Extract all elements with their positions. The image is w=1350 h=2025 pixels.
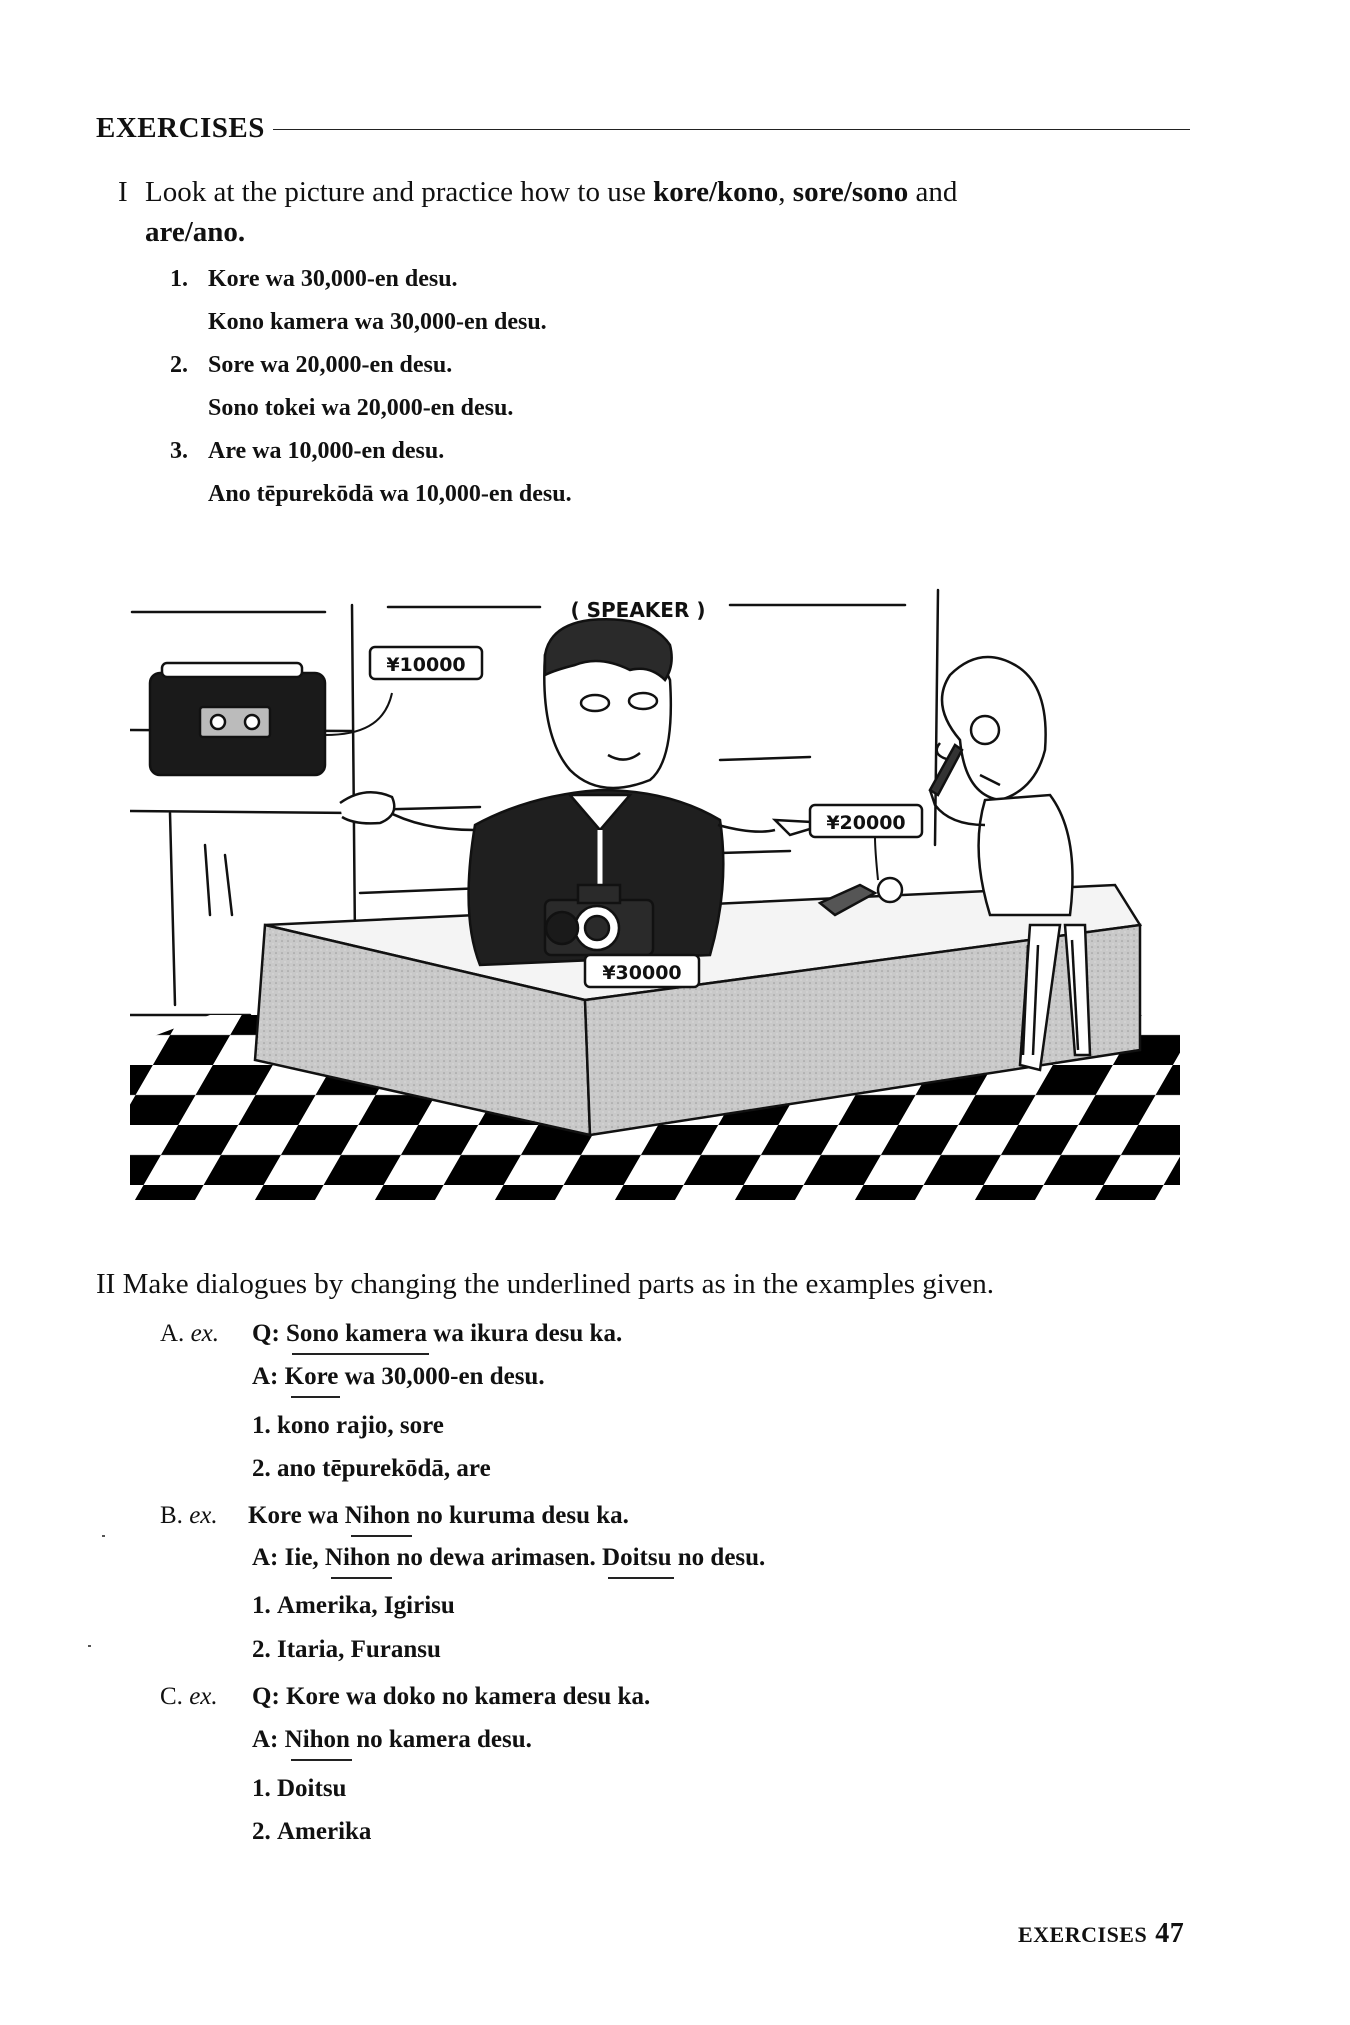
page-footer: EXERCISES 47 bbox=[1018, 1918, 1184, 1950]
example-sentence: Ano tēpurekōdā wa 10,000-en desu. bbox=[208, 481, 572, 507]
dialogue-c-answer: A: Nihon no kamera desu. bbox=[252, 1726, 532, 1761]
list-item: 1. Amerika, Igirisu bbox=[252, 1592, 455, 1619]
shelf-line bbox=[168, 811, 177, 1007]
list-item: 2. Amerika bbox=[252, 1818, 372, 1845]
price-tag-radio: ¥10000 bbox=[368, 645, 484, 681]
shelf-line bbox=[130, 809, 357, 815]
item-number: 3. bbox=[170, 438, 188, 464]
price-tag-radio-text: ¥10000 bbox=[386, 654, 465, 676]
price-tag-camera: ¥30000 bbox=[583, 953, 701, 989]
exercise-2-instruction: II Make dialogues by changing the underl… bbox=[96, 1268, 994, 1300]
underlined-part: Nihon bbox=[284, 1726, 353, 1761]
sub-exercise-c-letter: C. ex. bbox=[160, 1683, 218, 1710]
dialogue-b-question: Kore wa Nihon no kuruma desu ka. bbox=[248, 1502, 629, 1537]
example-sentence: Kono kamera wa 30,000-en desu. bbox=[208, 309, 547, 335]
wristwatch bbox=[817, 876, 904, 917]
exercise-2-number: II bbox=[96, 1268, 116, 1300]
list-item: 1. Doitsu bbox=[252, 1775, 347, 1802]
sub-exercise-a-letter: A. ex. bbox=[160, 1320, 220, 1347]
radio-cassette bbox=[148, 661, 327, 777]
list-item: 1. kono rajio, sore bbox=[252, 1412, 444, 1439]
item-number: 1. bbox=[170, 266, 188, 292]
dialogue-b-answer: A: Iie, Nihon no dewa arimasen. Doitsu n… bbox=[252, 1544, 766, 1579]
speaker-label: ( SPEAKER ) bbox=[571, 598, 706, 622]
example-sentence: Kore wa 30,000-en desu. bbox=[208, 266, 458, 292]
price-tag-camera-text: ¥30000 bbox=[602, 962, 681, 984]
term-kore-kono: kore/kono bbox=[653, 176, 779, 208]
price-tag-watch: ¥20000 bbox=[808, 803, 924, 839]
dialogue-a-answer: A: Kore wa 30,000-en desu. bbox=[252, 1363, 545, 1398]
underlined-part: Nihon bbox=[344, 1502, 413, 1537]
term-are-ano: are/ano bbox=[145, 216, 238, 248]
heading-text: EXERCISES bbox=[96, 112, 265, 144]
dialogue-c-question: Q: Kore wa doko no kamera desu ka. bbox=[252, 1683, 651, 1710]
customer-figure bbox=[928, 655, 1092, 1072]
salesman-figure bbox=[339, 618, 831, 967]
camera bbox=[543, 883, 655, 957]
example-sentence: Sono tokei wa 20,000-en desu. bbox=[208, 395, 514, 421]
heading-rule bbox=[272, 129, 1190, 130]
term-sore-sono: sore/sono bbox=[792, 176, 909, 208]
price-tag-watch-text: ¥20000 bbox=[826, 812, 905, 834]
exercise-1-number: I bbox=[118, 176, 128, 208]
list-item: 2. ano tēpurekōdā, are bbox=[252, 1455, 491, 1482]
running-footer-label: EXERCISES bbox=[1018, 1922, 1148, 1947]
underlined-part: Doitsu bbox=[602, 1544, 675, 1579]
underlined-part: Sono kamera bbox=[286, 1320, 429, 1355]
dialogue-a-question: Q: Sono kamera wa ikura desu ka. bbox=[252, 1320, 623, 1355]
example-sentence: Are wa 10,000-en desu. bbox=[208, 438, 445, 464]
wall-pillar bbox=[933, 588, 940, 847]
page-number: 47 bbox=[1155, 1918, 1185, 1949]
print-speck bbox=[102, 1535, 105, 1537]
item-number: 2. bbox=[170, 352, 188, 378]
sub-exercise-b-letter: B. ex. bbox=[160, 1502, 218, 1529]
list-item: 2. Itaria, Furansu bbox=[252, 1636, 441, 1663]
example-sentence: Sore wa 20,000-en desu. bbox=[208, 352, 453, 378]
underlined-part: Kore bbox=[284, 1363, 341, 1398]
shop-illustration: ( SPEAKER ) ¥10000 ¥20000 ¥30000 bbox=[130, 588, 1180, 1200]
section-heading: EXERCISES bbox=[96, 112, 1190, 145]
underlined-part: Nihon bbox=[324, 1544, 393, 1579]
print-speck bbox=[88, 1645, 91, 1647]
